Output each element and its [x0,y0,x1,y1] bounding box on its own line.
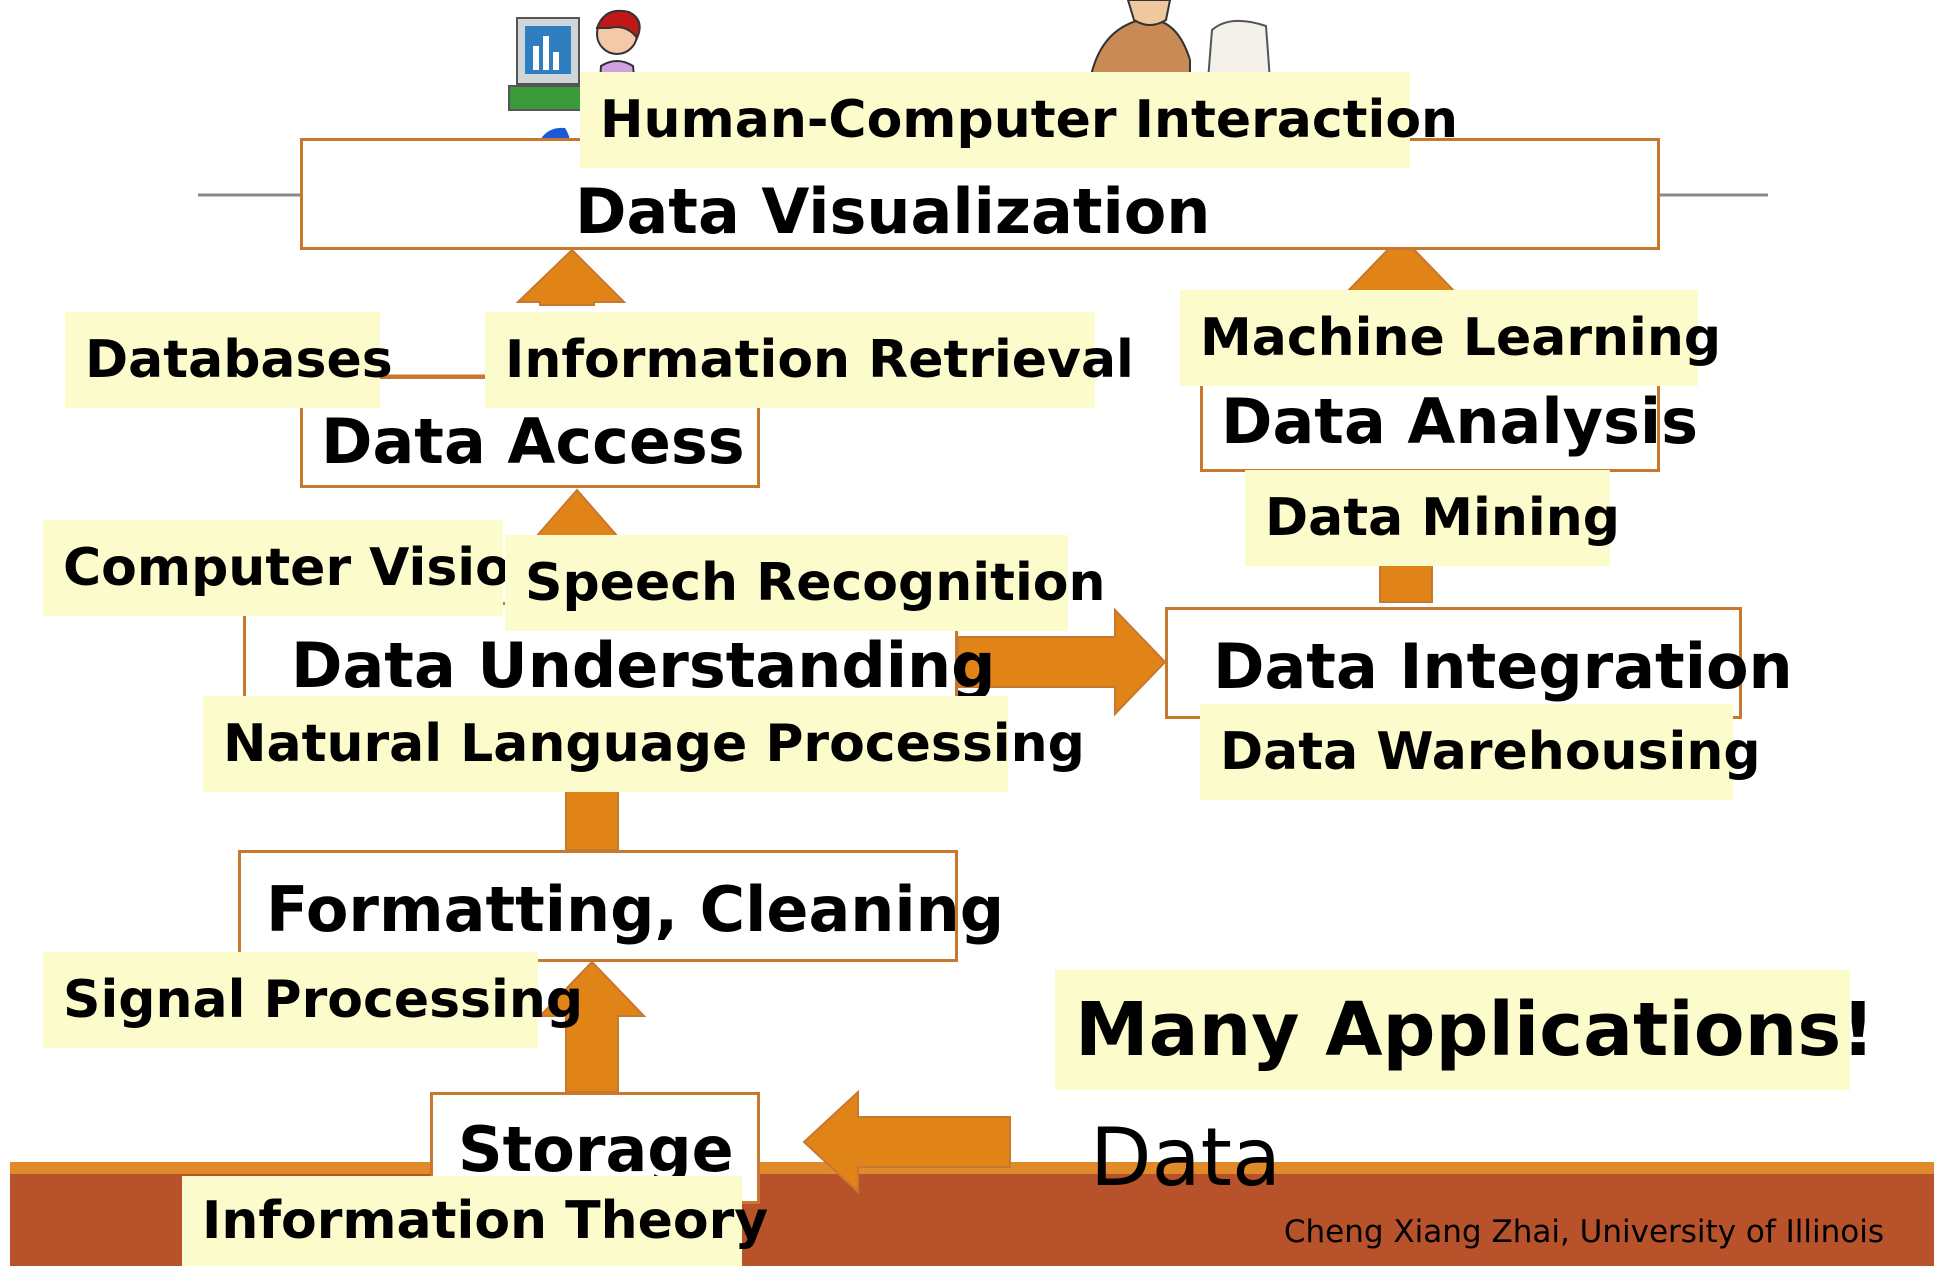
arrow-access-to-visualization [515,248,627,306]
formatting-cleaning-box: Formatting, Cleaning [238,850,1004,962]
information-retrieval-label: Information Retrieval [485,312,1134,408]
nlp-label: Natural Language Processing [203,696,1085,792]
businessmen-icon [1088,0,1272,80]
data-warehousing-label: Data Warehousing [1200,704,1761,800]
data-integration-box: Data Integration [1165,607,1793,719]
arrow-storage-to-formatting [537,960,647,1093]
data-integration-text: Data Integration [1213,630,1793,703]
databases-label: Databases [65,312,393,408]
data-analysis-text: Data Analysis [1221,385,1699,458]
data-source-text: Data [1090,1111,1282,1204]
formatting-cleaning-text: Formatting, Cleaning [266,873,1005,946]
arrow-data-to-storage [802,1089,1011,1195]
signal-processing-label: Signal Processing [43,952,583,1048]
machine-learning-label: Machine Learning [1180,290,1721,386]
data-access-text: Data Access [321,405,745,478]
arrow-integration-to-analysis [1379,559,1433,603]
hci-label: Human-Computer Interaction [580,72,1458,168]
credit-text: Cheng Xiang Zhai, University of Illinois [1283,1214,1884,1250]
speech-recognition-label: Speech Recognition [505,535,1106,631]
data-visualization-text: Data Visualization [575,175,1211,248]
arrow-understanding-to-integration [957,607,1167,717]
storage-text: Storage [458,1113,734,1186]
data-understanding-text: Data Understanding [291,629,996,702]
many-applications-label: Many Applications! [1055,970,1875,1090]
data-mining-label: Data Mining [1245,470,1620,566]
computer-vision-label: Computer Vision [43,520,548,616]
arrow-formatting-to-understanding [565,789,619,851]
information-theory-label: Information Theory [182,1176,768,1266]
